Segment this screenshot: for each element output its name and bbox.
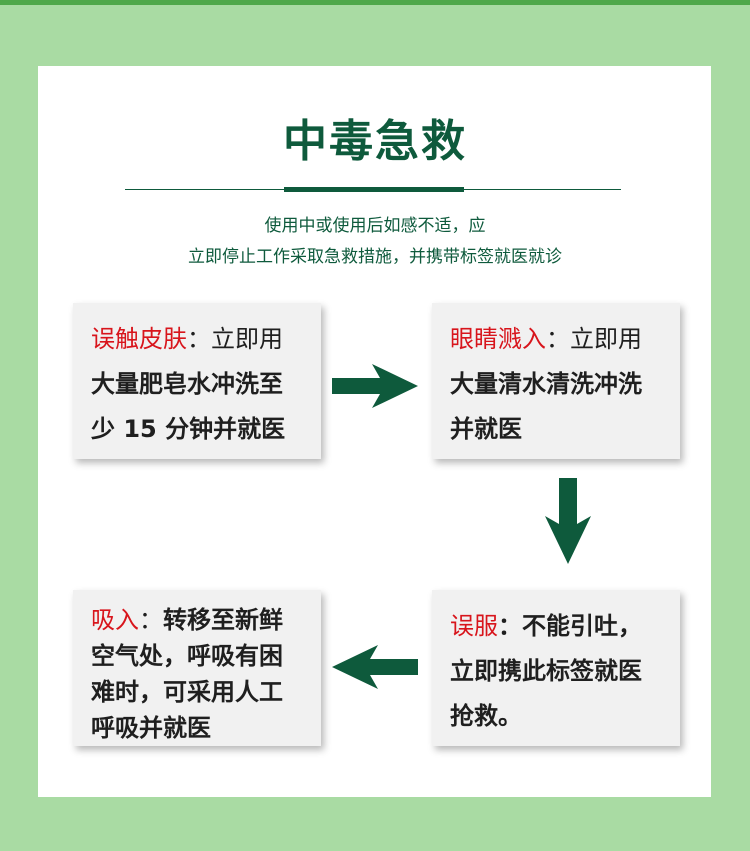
arrow-down-icon: [545, 478, 591, 564]
card-eye-contact: 眼睛溅入：立即用 大量清水清洗冲洗 并就医: [432, 303, 680, 459]
card-separator: ：: [139, 606, 163, 634]
top-accent-bar: [0, 0, 750, 5]
card-line-1: 眼睛溅入：立即用: [450, 317, 662, 362]
card-separator: ：: [546, 325, 570, 353]
card-line-1: 误触皮肤：立即用: [91, 317, 303, 362]
page-title: 中毒急救: [283, 116, 467, 167]
card-body-line: 少 15 分钟并就医: [91, 415, 286, 443]
card-heading: 误服: [450, 612, 498, 640]
card-inhalation: 吸入：转移至新鲜 空气处，呼吸有困 难时，可采用人工 呼吸并就医: [73, 590, 321, 746]
card-separator: ：: [498, 612, 522, 640]
title-divider-accent: [284, 187, 464, 192]
card-heading: 误触皮肤: [91, 325, 187, 353]
card-body-line: 难时，可采用人工: [91, 678, 283, 706]
card-lead: 不能引吐，: [522, 612, 642, 640]
card-separator: ：: [187, 325, 211, 353]
card-ingestion: 误服：不能引吐， 立即携此标签就医 抢救。: [432, 590, 680, 746]
subtitle-line-2: 立即停止工作采取急救措施，并携带标签就医就诊: [188, 247, 562, 267]
card-skin-contact: 误触皮肤：立即用 大量肥皂水冲洗至 少 15 分钟并就医: [73, 303, 321, 459]
card-body-line: 大量肥皂水冲洗至: [91, 370, 283, 398]
card-body-line: 立即携此标签就医: [450, 657, 642, 685]
card-heading: 吸入: [91, 606, 139, 634]
card-body-line: 空气处，呼吸有困: [91, 642, 283, 670]
card-body-line: 抢救。: [450, 702, 522, 730]
card-heading: 眼睛溅入: [450, 325, 546, 353]
card-body-line: 大量清水清洗冲洗: [450, 370, 642, 398]
arrow-left-icon: [332, 645, 418, 689]
card-line-1: 误服：不能引吐，: [450, 604, 662, 649]
card-body-line: 并就医: [450, 415, 522, 443]
card-body-line: 呼吸并就医: [91, 714, 211, 742]
card-lead: 立即用: [211, 325, 283, 353]
card-line-1: 吸入：转移至新鲜: [91, 602, 303, 638]
subtitle-line-1: 使用中或使用后如感不适，应: [264, 216, 486, 236]
card-lead: 立即用: [570, 325, 642, 353]
card-lead: 转移至新鲜: [163, 606, 283, 634]
arrow-right-icon: [332, 364, 418, 408]
